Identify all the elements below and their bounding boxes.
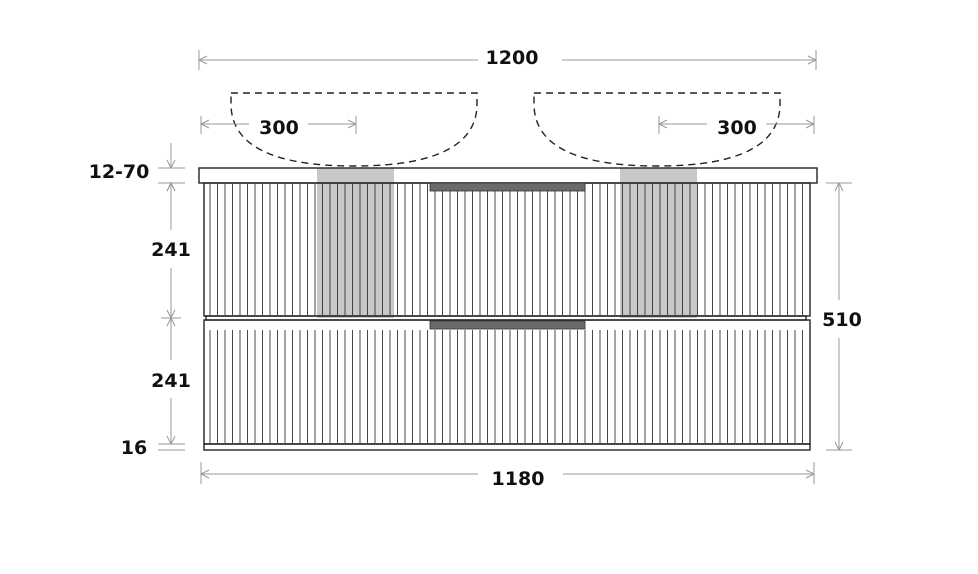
plinth (203, 443, 811, 451)
dim-cabinet-width: 1180 (199, 462, 816, 490)
basin-left-outline (230, 92, 478, 167)
drawer-bottom-handle (429, 320, 586, 330)
drawer-bottom-front (203, 319, 811, 445)
label-basin-right: 300 (717, 117, 757, 139)
drawer-top-front (203, 182, 811, 317)
dim-cabinet-height: 510 (822, 181, 862, 452)
dim-overall-width: 1200 (197, 47, 818, 70)
dim-basin-right: 300 (657, 116, 816, 139)
drawer-top-flutes (209, 184, 803, 315)
label-cabinet-height: 510 (822, 309, 862, 331)
drawer-top-handle (429, 182, 586, 192)
label-plinth-height: 16 (121, 437, 147, 459)
vanity-top (198, 167, 818, 184)
dim-basin-left: 300 (199, 116, 358, 139)
label-basin-left: 300 (259, 117, 299, 139)
label-top-thickness: 12-70 (89, 161, 150, 183)
label-drawer-top-height: 241 (151, 239, 191, 261)
drawer-bottom-flutes (209, 330, 803, 443)
dim-drawer-heights: 241 241 16 (121, 181, 191, 459)
label-cabinet-width: 1180 (492, 468, 545, 490)
basin-right-outline (533, 92, 781, 167)
waste-pipe-right (620, 168, 697, 318)
label-drawer-bottom-height: 241 (151, 370, 191, 392)
label-overall-width: 1200 (486, 47, 539, 69)
